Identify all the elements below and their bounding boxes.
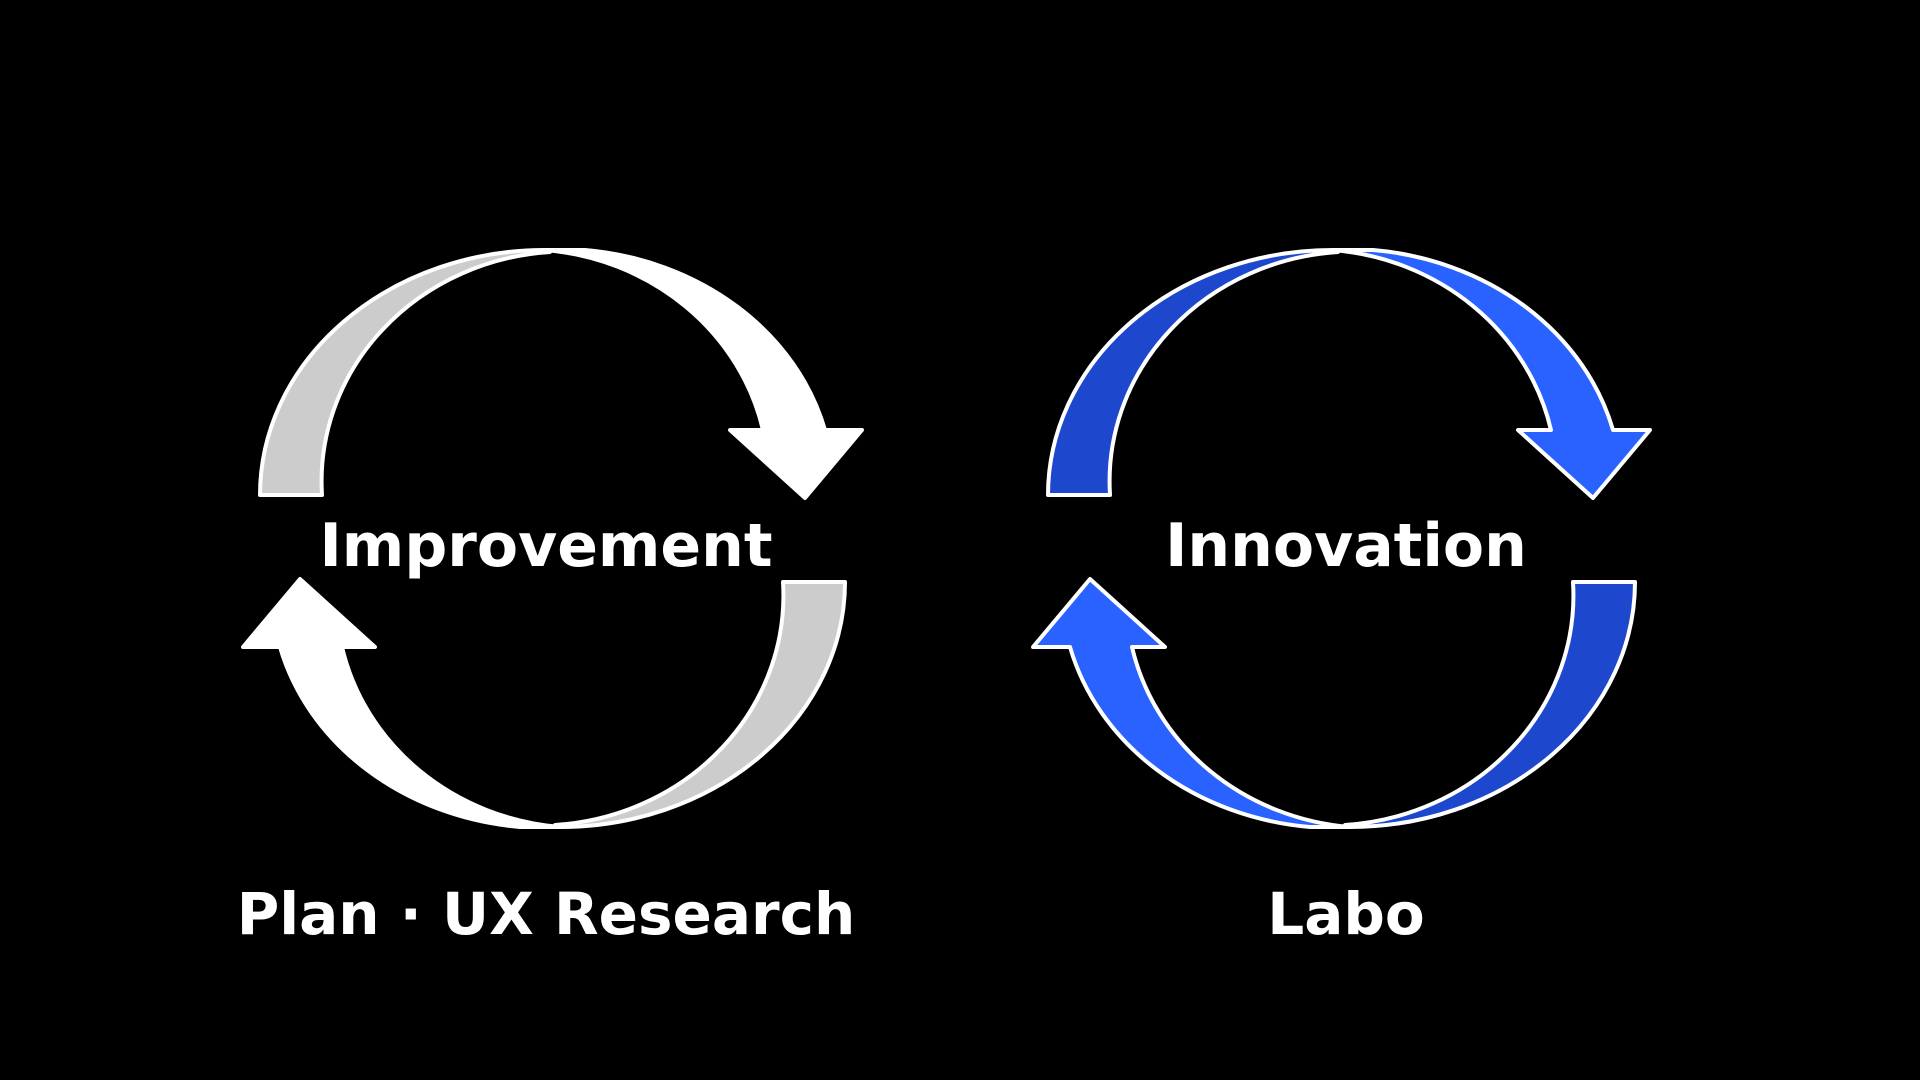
improvement-back-band-bottom bbox=[553, 580, 847, 829]
improvement-back-band-top bbox=[258, 248, 552, 497]
innovation-caption: Labo bbox=[1267, 880, 1425, 948]
improvement-arrow-top bbox=[543, 248, 864, 500]
innovation-cycle bbox=[1031, 248, 1652, 829]
innovation-title: Innovation bbox=[1165, 511, 1527, 581]
innovation-back-band-bottom bbox=[1343, 580, 1637, 829]
improvement-arrow-bottom bbox=[241, 577, 562, 829]
innovation-back-band-top bbox=[1046, 248, 1340, 497]
improvement-title: Improvement bbox=[319, 511, 773, 581]
improvement-cycle bbox=[241, 248, 864, 829]
improvement-caption: Plan · UX Research bbox=[236, 880, 856, 948]
innovation-arrow-top bbox=[1331, 248, 1652, 500]
innovation-arrow-bottom bbox=[1031, 577, 1352, 829]
